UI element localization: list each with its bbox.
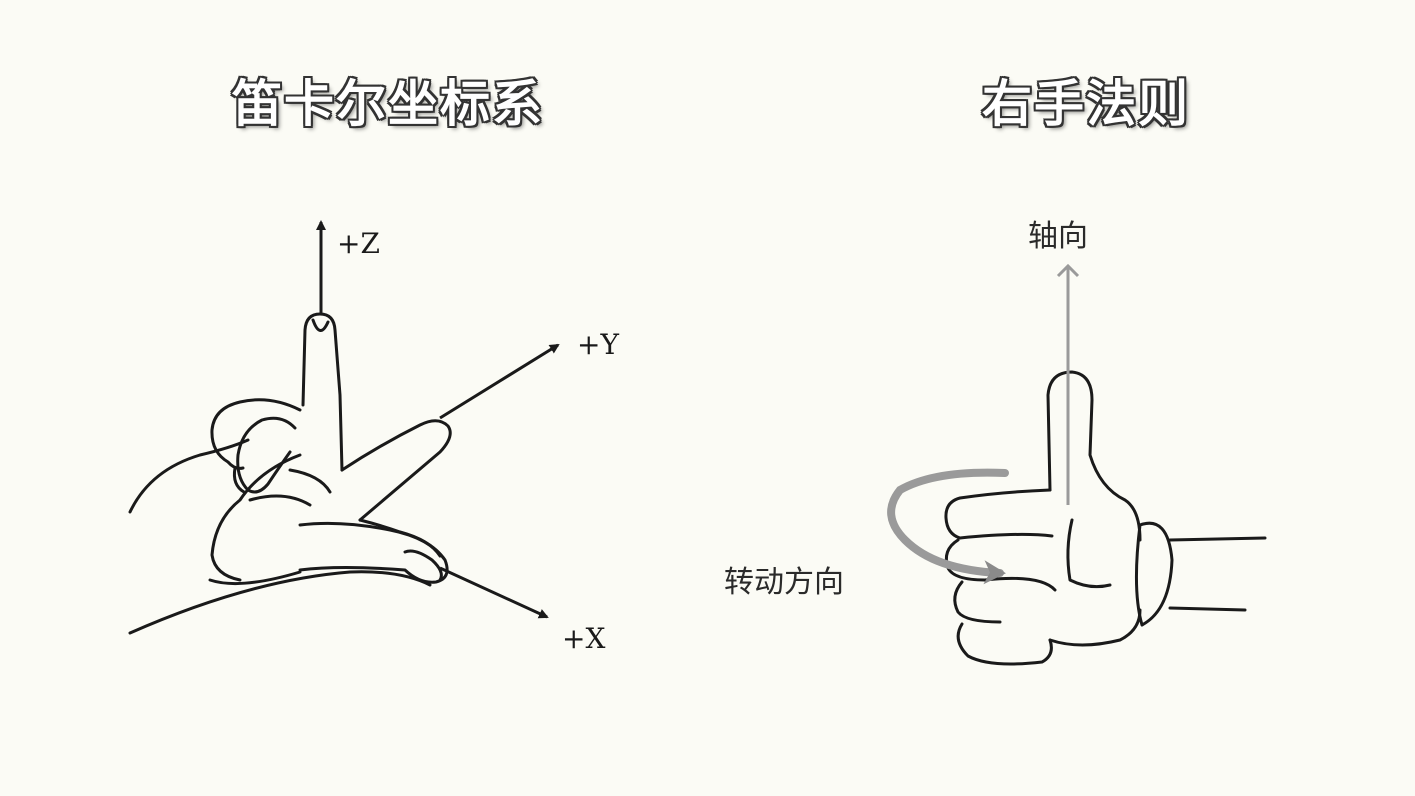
x-axis-label: +X [562, 622, 605, 655]
cartesian-title: 笛卡尔坐标系 [232, 75, 544, 133]
x-axis-arrow [439, 566, 549, 619]
middle-finger-shape [301, 312, 344, 472]
axis-direction-label: 轴向 [1028, 219, 1088, 254]
thumbs-up-hand-illustration [944, 370, 1267, 666]
thumb-up-shape [1046, 370, 1142, 542]
cuff-shape [1134, 521, 1174, 627]
rotation-direction-arrow [887, 468, 1009, 585]
right-hand-rule-title: 右手法则 [982, 75, 1190, 133]
thumb-shape [298, 521, 449, 584]
y-axis-arrow [439, 343, 560, 420]
fist-shape [944, 488, 1052, 540]
palm-shape [210, 453, 302, 582]
cartesian-hand-illustration [128, 312, 452, 635]
curled-finger-shape [210, 398, 302, 470]
rotation-direction-label: 转动方向 [724, 565, 844, 600]
z-axis-label: +Z [337, 227, 380, 260]
y-axis-label: +Y [577, 328, 619, 361]
index-finger-shape [340, 419, 452, 522]
